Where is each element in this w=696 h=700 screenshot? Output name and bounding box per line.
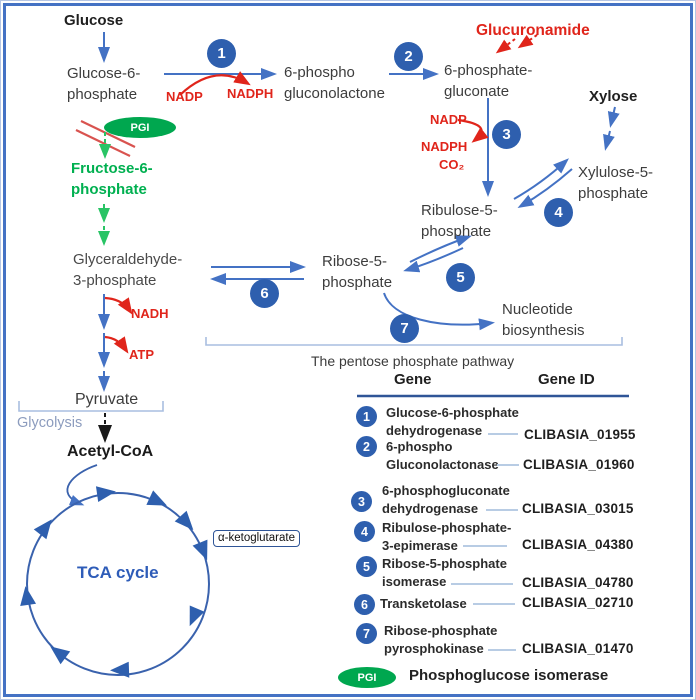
nadp-label-1: NADP [166,89,203,104]
step-1-badge: 1 [207,39,236,68]
gene-row-2-id: CLIBASIA_01960 [523,457,635,472]
six-phosphate-gluconate-label: 6-phosphate- gluconate [444,62,533,100]
ppp-caption: The pentose phosphate pathway [311,353,515,369]
gene-row-5-num: 5 [356,556,377,577]
gene-row-1-id: CLIBASIA_01955 [524,427,636,442]
glucose-label: Glucose [64,12,124,29]
atp-label: ATP [129,347,155,362]
gene-row-4-num: 4 [354,521,375,542]
fructose-6-phosphate-label: Fructose-6- phosphate [71,160,153,198]
ribose-5-phosphate-label: Ribose-5- phosphate [322,253,393,291]
gene-row-2-num: 2 [356,436,377,457]
xylose-label: Xylose [589,88,638,105]
pgi-badge: PGI [104,117,176,138]
gene-row-2-name: 6-phospho Gluconolactonase [386,439,499,472]
gene-row-7-name: Ribose-phosphate pyrosphokinase [384,623,498,656]
nadp-label-2: NADP [430,112,467,127]
gene-row-4-connector [463,545,507,547]
pgi-legend-label: Phosphoglucose isomerase [409,667,609,684]
alpha-ketoglutarate-box: α-ketoglutarate [213,530,300,547]
ribulose-5-phosphate-label: Ribulose-5- phosphate [421,202,498,240]
six-phospho-gluconolactone-label: 6-phospho gluconolactone [284,64,385,102]
step-6-badge: 6 [250,279,279,308]
gene-row-3-num: 3 [351,491,372,512]
gene-row-3-name: 6-phosphogluconate dehydrogenase [382,483,510,516]
xylulose-5-phosphate-label: Xylulose-5- phosphate [578,164,654,202]
pyruvate-label: Pyruvate [75,391,139,408]
step-2-badge: 2 [394,42,423,71]
glyceraldehyde-3-phosphate-label: Glyceraldehyde- 3-phosphate [73,251,183,289]
gene-row-3-connector [486,509,518,511]
gene-row-7-num: 7 [356,623,377,644]
gene-table-header-gene: Gene [394,371,432,388]
gene-row-6-num: 6 [354,594,375,615]
step-5-badge: 5 [446,263,475,292]
step-7-badge: 7 [390,314,419,343]
gene-row-5-connector [451,583,513,585]
gene-row-6-id: CLIBASIA_02710 [522,595,634,610]
nadph-label-2: NADPH [421,139,468,154]
glycolysis-label: Glycolysis [17,415,83,431]
gene-row-3-id: CLIBASIA_03015 [522,501,634,516]
tca-cycle-label: TCA cycle [77,563,159,582]
gene-row-7-connector [488,649,516,651]
nucleotide-biosynthesis-label: Nucleotide biosynthesis [502,301,585,339]
gene-row-6-connector [473,603,515,605]
gene-row-5-id: CLIBASIA_04780 [522,575,634,590]
figure-border [3,3,693,697]
xylose-entry-arrows [603,106,620,151]
gene-table-header-gene-id: Gene ID [538,371,595,388]
gene-row-1-num: 1 [356,406,377,427]
gene-row-6-name: Transketolase [380,596,467,611]
glucuronamide-label: Glucuronamide [476,22,590,39]
co2-label: CO₂ [439,157,465,172]
step-4-badge: 4 [544,198,573,227]
pgi-legend-badge: PGI [338,667,396,688]
gene-row-2-connector [497,464,519,466]
nadph-label-1: NADPH [227,86,274,101]
glucose-6-phosphate-label: Glucose-6- phosphate [67,65,141,103]
gene-row-1-name: Glucose-6-phosphate dehydrogenase [386,405,519,438]
gene-row-5-name: Ribose-5-phosphate isomerase [382,556,507,589]
gene-row-7-id: CLIBASIA_01470 [522,641,634,656]
gene-row-4-id: CLIBASIA_04380 [522,537,634,552]
step-3-badge: 3 [492,120,521,149]
gene-row-1-connector [488,433,518,435]
gene-row-4-name: Ribulose-phosphate- 3-epimerase [382,520,512,553]
acetyl-coa-label: Acetyl-CoA [67,443,154,460]
nadh-label: NADH [131,306,169,321]
